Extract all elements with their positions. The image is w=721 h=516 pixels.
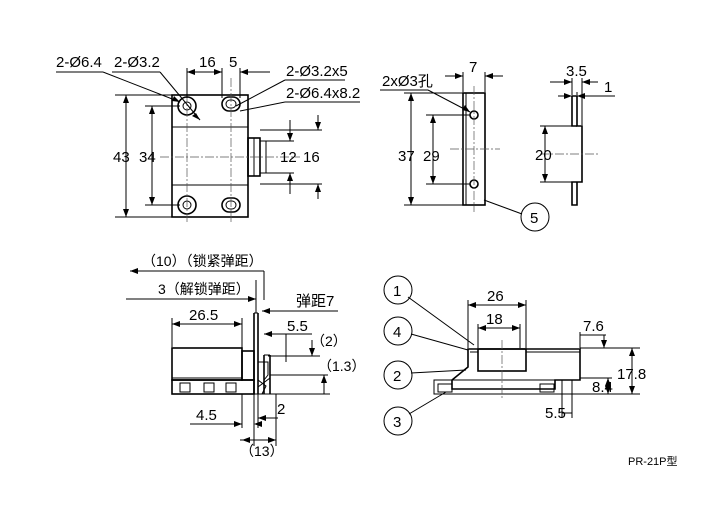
- model-label: PR-21P型: [628, 454, 678, 468]
- height-29: 29: [423, 148, 440, 165]
- balloon-5: 5: [530, 210, 538, 227]
- height-37: 37: [398, 148, 415, 165]
- dim-16: 16: [199, 54, 216, 71]
- dim-20: 20: [535, 147, 552, 164]
- release-travel-label: 3（解锁弹距）: [158, 281, 250, 297]
- dim-5-5-side: 5.5: [287, 318, 308, 335]
- side-view: （10）（锁紧弹距） 3（解锁弹距） 弹距7 26.5 5.5 （2） （1.3…: [126, 253, 365, 459]
- hole-b-label: 2-Ø3.2: [114, 54, 160, 71]
- hole-note: 2xØ3孔: [382, 73, 433, 90]
- slot-a-label: 2-Ø3.2x5: [286, 63, 348, 80]
- section-view: 26 18 7.6 17.8 8.4 5.5 1 4 2: [383, 275, 646, 436]
- balloon-3: 3: [393, 414, 401, 431]
- dim-12: 12: [280, 149, 297, 166]
- plate-profile-view: 3.5 1 20: [535, 63, 615, 206]
- dim-1: 1: [604, 79, 612, 96]
- front-view: 2-Ø6.4 2-Ø3.2 16 5 2-Ø3.2x5 2-Ø6.4x8.2 4…: [56, 54, 360, 222]
- dim-4-5: 4.5: [196, 407, 217, 424]
- dim-7-6: 7.6: [583, 318, 604, 335]
- dim-17-8: 17.8: [617, 366, 646, 383]
- spring-travel-label: 弹距7: [296, 293, 334, 310]
- slot-b-label: 2-Ø6.4x8.2: [286, 85, 360, 102]
- dim-8-4: 8.4: [592, 379, 613, 396]
- dim-13: （13）: [240, 443, 284, 459]
- dim-26-5: 26.5: [189, 307, 218, 324]
- dim-7: 7: [469, 59, 477, 76]
- balloon-2: 2: [393, 368, 401, 385]
- dim-18: 18: [486, 311, 503, 328]
- height-43: 43: [113, 149, 130, 166]
- balloon-4: 4: [393, 324, 401, 341]
- dim-2: 2: [277, 401, 285, 418]
- dim-2-paren: （2）: [311, 333, 347, 349]
- dim-3-5: 3.5: [566, 63, 587, 80]
- dim-1-3: （1.3）: [318, 358, 365, 374]
- hole-a-label: 2-Ø6.4: [56, 54, 102, 71]
- dim-26: 26: [487, 288, 504, 305]
- height-34: 34: [139, 149, 156, 166]
- lock-travel-label: （10）（锁紧弹距）: [142, 253, 263, 269]
- dim-5: 5: [229, 54, 237, 71]
- dim-16-right: 16: [303, 149, 320, 166]
- plate-view: 2xØ3孔 7 37 29 5: [380, 59, 550, 232]
- balloon-1: 1: [393, 283, 401, 300]
- dim-5-5-section: 5.5: [545, 405, 566, 422]
